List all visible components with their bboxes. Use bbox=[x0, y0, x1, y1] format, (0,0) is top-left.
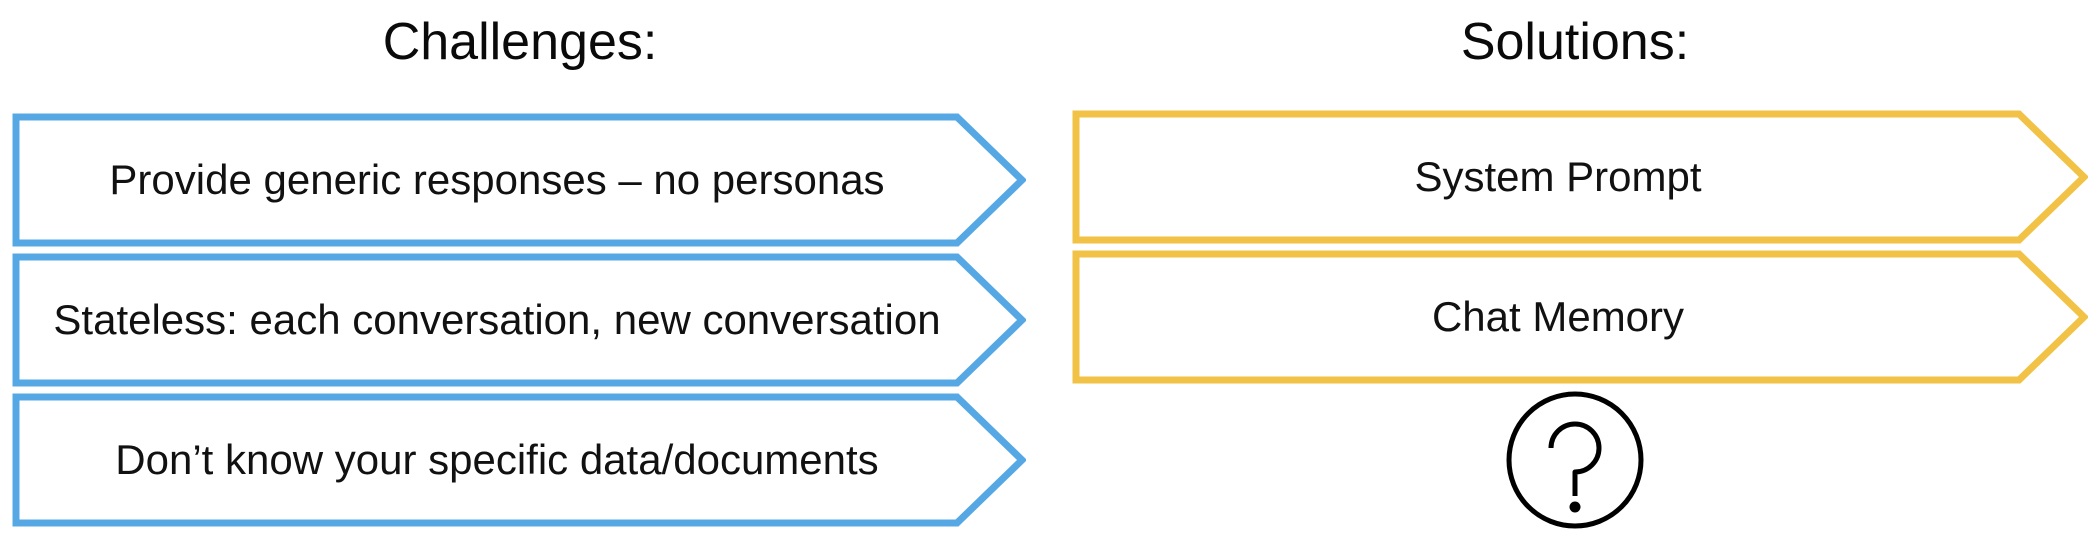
chevron-outline-shape bbox=[1072, 250, 2088, 384]
challenge-chevron-3[interactable]: Don’t know your specific data/documents bbox=[12, 393, 1026, 527]
chevron-outline-shape bbox=[12, 113, 1026, 247]
challenge-chevron-2-label: Stateless: each conversation, new conver… bbox=[53, 296, 941, 344]
question-mark-circle-icon bbox=[1505, 390, 1645, 530]
challenges-column-heading: Challenges: bbox=[382, 13, 658, 71]
chevron-outline-shape bbox=[12, 393, 1026, 527]
solution-chevron-1-label: System Prompt bbox=[1414, 153, 1702, 201]
challenge-chevron-2[interactable]: Stateless: each conversation, new conver… bbox=[12, 253, 1026, 387]
chevron-outline-shape bbox=[12, 253, 1026, 387]
challenge-chevron-1-label: Provide generic responses – no personas bbox=[109, 156, 885, 204]
solution-chevron-2[interactable]: Chat Memory bbox=[1072, 250, 2088, 384]
chevron-outline-shape bbox=[1072, 110, 2088, 244]
challenge-chevron-3-label: Don’t know your specific data/documents bbox=[115, 436, 879, 484]
solution-chevron-1[interactable]: System Prompt bbox=[1072, 110, 2088, 244]
solutions-column-heading: Solutions: bbox=[1460, 13, 1690, 71]
solution-chevron-2-label: Chat Memory bbox=[1431, 293, 1685, 341]
challenge-chevron-1[interactable]: Provide generic responses – no personas bbox=[12, 113, 1026, 247]
